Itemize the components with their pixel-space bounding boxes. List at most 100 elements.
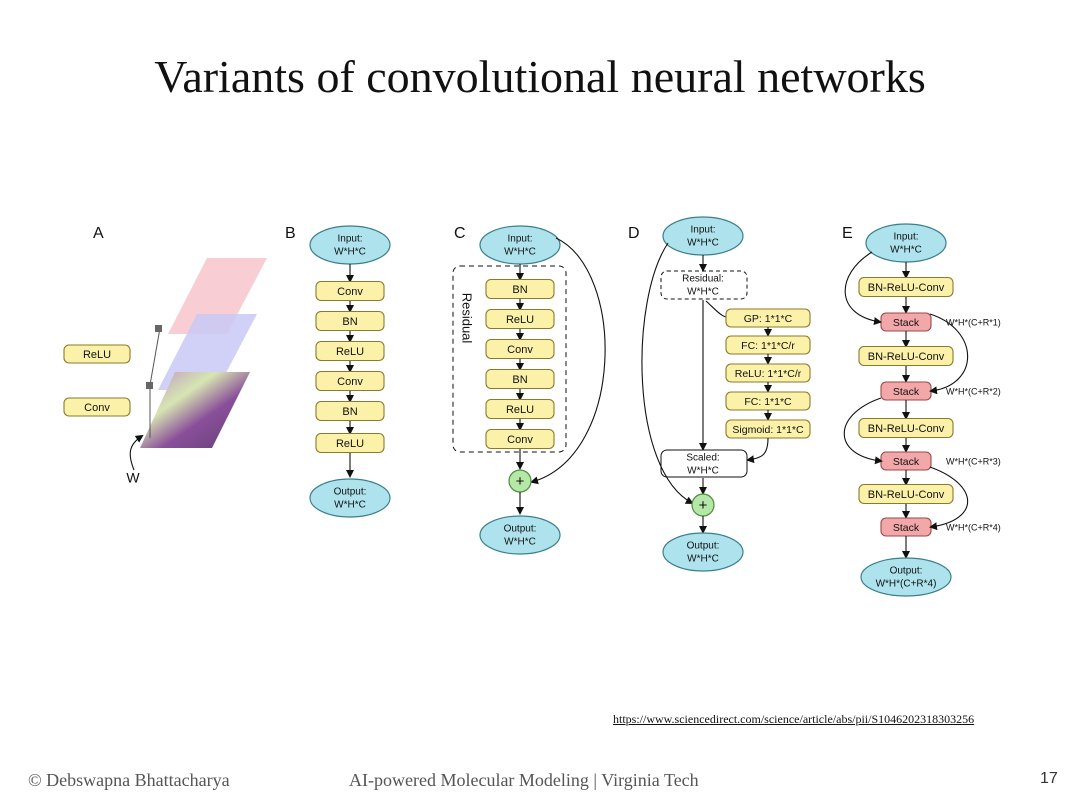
panel-e-conv-4 [858, 483, 954, 505]
panel-e-output-dims: W*H*(C+R*4) [876, 579, 937, 590]
panel-d-input-dims: W*H*C [687, 238, 719, 249]
panel-d-layer-3-label: ReLU: 1*1*C/r [735, 368, 802, 380]
panel-b-output-dims: W*H*C [334, 500, 366, 511]
panel-d-residual-dims: W*H*C [687, 287, 719, 298]
panel-e-stack-2-label: Stack [893, 386, 920, 398]
panel-e-skip-stack-1 [929, 313, 968, 395]
panel-d-input-label: Input: [690, 225, 715, 236]
panel-b-input-label: Input: [337, 234, 362, 245]
panel-d-output-dims: W*H*C [687, 554, 719, 565]
panel-c-layer-1 [485, 278, 555, 300]
panel-a-kernel-top [155, 325, 162, 332]
panel-a-kernel-bottom [146, 382, 153, 389]
panel-c-output [479, 515, 561, 555]
panel-c-input [479, 225, 561, 265]
panel-e-stack-dims-3: W*H*(C+R*3) [946, 456, 1001, 466]
panel-c-layer-1-label: BN [512, 284, 527, 296]
panel-b-layer-6-label: ReLU [336, 438, 364, 450]
panel-c-layer-3 [485, 338, 555, 360]
panel-e-skip-stack-2 [843, 397, 883, 465]
panel-d-layer-4-label: FC: 1*1*C [744, 396, 792, 408]
panel-b-layer-3 [315, 340, 385, 362]
panel-e-stack-dims-4: W*H*(C+R*4) [946, 522, 1001, 532]
panel-d-layer-5-label: Sigmoid: 1*1*C [732, 424, 804, 436]
panel-b-layer-1-label: Conv [337, 286, 363, 298]
panel-e-stack-dims-1: W*H*(C+R*1) [946, 317, 1001, 327]
panel-c-label: C [454, 225, 466, 242]
panel-e-conv-1-label: BN-ReLU-Conv [868, 282, 945, 294]
panel-c-output-dims: W*H*C [504, 537, 536, 548]
panel-e-skip-input [844, 251, 882, 326]
panel-b-layer-1 [315, 280, 385, 302]
panel-d-scaled-label: Scaled: [686, 453, 719, 464]
panel-c-plus-sign: + [516, 473, 525, 490]
panel-d-arrow-gate [746, 437, 769, 464]
panel-b-layer-4-label: Conv [337, 376, 363, 388]
panel-c-layer-5 [485, 398, 555, 420]
panel-a-blue-feature-map [158, 314, 257, 390]
panel-d-residual-label: Residual: [682, 274, 724, 285]
panel-e-conv-3 [858, 417, 954, 439]
source-link[interactable]: https://www.sciencedirect.com/science/ar… [613, 712, 975, 726]
panel-c-residual-box [452, 265, 567, 453]
panel-d-skip-connection [641, 242, 694, 504]
page-number: 17 [1040, 770, 1058, 787]
panel-c-output-label: Output: [504, 524, 537, 535]
panel-c-layer-6-label: Conv [507, 434, 533, 446]
panel-b-label: B [285, 225, 296, 242]
panel-a-input-image [140, 372, 250, 448]
footer-author: © Debswapna Bhattacharya [28, 770, 230, 790]
panel-a-conv-box [63, 397, 131, 417]
panel-e-stack-4-label: Stack [893, 522, 920, 534]
panel-a-weight-label: W [126, 470, 140, 486]
panel-e-conv-4-label: BN-ReLU-Conv [868, 489, 945, 501]
panel-c-layer-5-label: ReLU [506, 404, 534, 416]
panel-b-output-label: Output: [334, 487, 367, 498]
panel-c-input-label: Input: [507, 234, 532, 245]
panel-a-relu-box [63, 344, 131, 364]
panel-c-skip-connection [530, 237, 606, 485]
panel-e-stack-1-label: Stack [893, 317, 920, 329]
panel-e-stack-dims-2: W*H*(C+R*2) [946, 386, 1001, 396]
panel-d-label: D [628, 225, 640, 242]
panel-e-input-label: Input: [893, 232, 918, 243]
panel-e-input-dims: W*H*C [890, 245, 922, 256]
panel-a-relu-box-label: ReLU [83, 349, 111, 361]
panel-b-input [309, 225, 391, 265]
panel-d-scaled-box [660, 449, 748, 478]
panel-b-layer-5 [315, 400, 385, 422]
panel-d-input [662, 216, 744, 256]
panel-e-conv-3-label: BN-ReLU-Conv [868, 423, 945, 435]
panel-c-layer-2 [485, 308, 555, 330]
panel-a-conv-box-label: Conv [84, 402, 110, 414]
panel-c-layer-4 [485, 368, 555, 390]
panel-c-layer-3-label: Conv [507, 344, 533, 356]
panel-d-scaled-dims: W*H*C [687, 466, 719, 477]
footer-course: AI-powered Molecular Modeling | Virginia… [349, 770, 699, 790]
panel-e-output-label: Output: [890, 566, 923, 577]
panel-d-output-label: Output: [687, 541, 720, 552]
panel-b-output [309, 478, 391, 518]
panel-e-conv-2-label: BN-ReLU-Conv [868, 351, 945, 363]
panel-c-layer-4-label: BN [512, 374, 527, 386]
panel-e-skip-stack-3 [929, 466, 969, 531]
panel-e-conv-1 [858, 276, 954, 298]
panel-c-residual-label: Residual [460, 293, 475, 344]
panel-b-layer-4 [315, 370, 385, 392]
panel-b-layer-2 [315, 310, 385, 332]
panel-d-layer-1-label: GP: 1*1*C [744, 313, 793, 325]
panel-b-layer-5-label: BN [342, 406, 357, 418]
panel-a-red-feature-map [168, 258, 267, 334]
slide-title: Variants of convolutional neural network… [154, 51, 926, 102]
panel-c-layer-6 [485, 428, 555, 450]
panel-e-stack-3-label: Stack [893, 456, 920, 468]
panel-e-output [860, 557, 952, 597]
panel-e-conv-2 [858, 345, 954, 367]
panel-c-input-dims: W*H*C [504, 247, 536, 258]
panel-d-output [662, 532, 744, 572]
panel-b-layer-2-label: BN [342, 316, 357, 328]
panel-a-weight-arrow [129, 434, 144, 471]
panel-e-label: E [842, 225, 853, 242]
panel-b-layer-3-label: ReLU [336, 346, 364, 358]
